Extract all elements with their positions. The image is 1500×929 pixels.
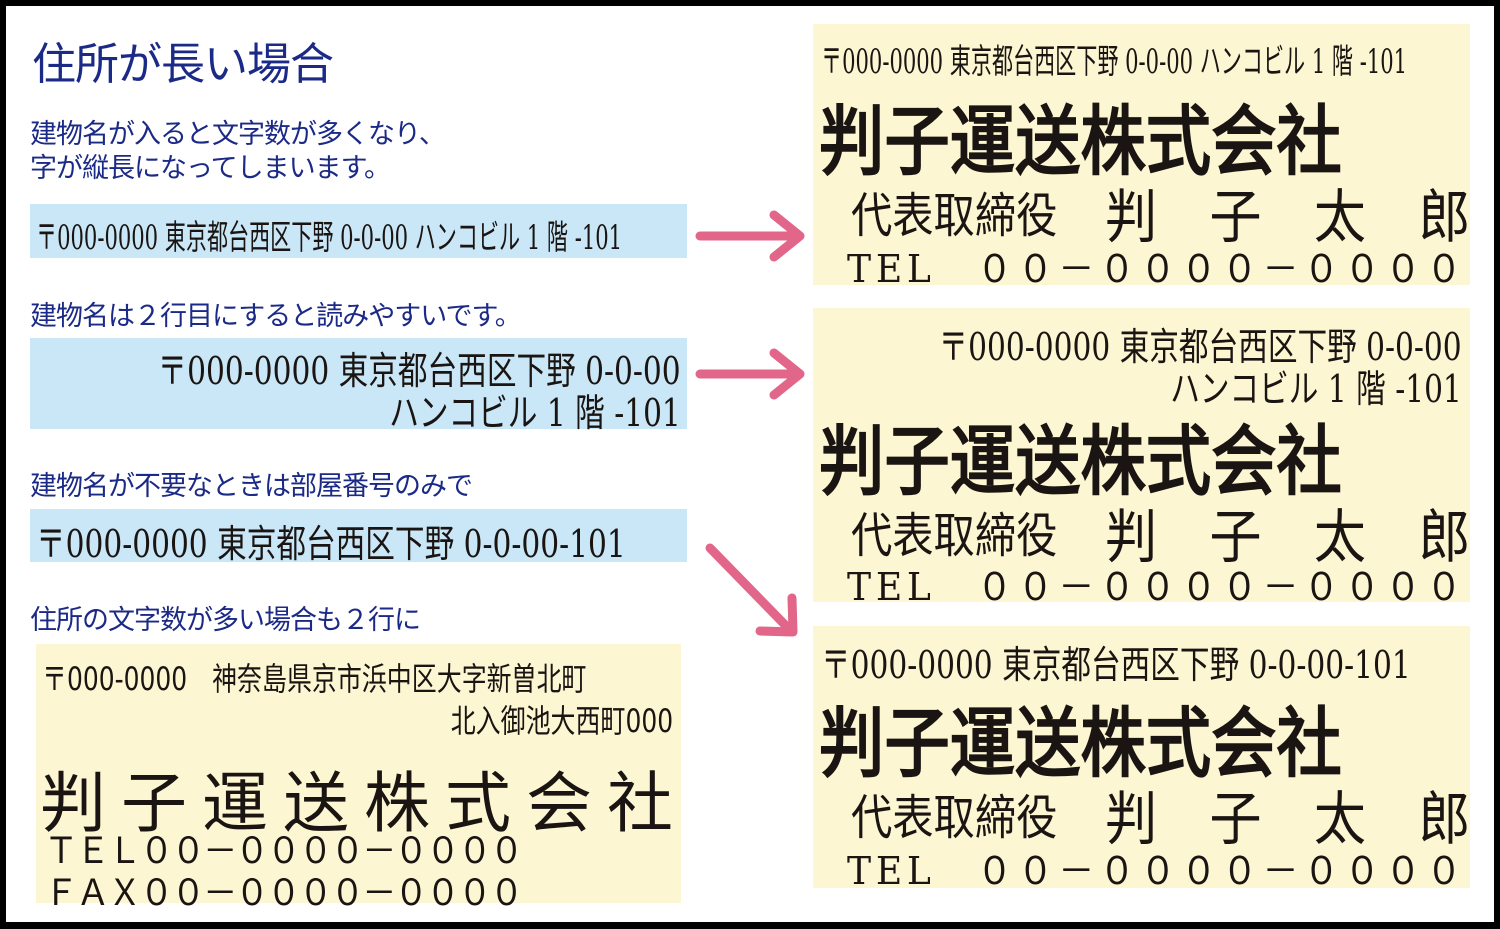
- stamp-person-name: 判 子 太 郎: [1105, 785, 1471, 853]
- arrow-down-right-icon: [705, 543, 798, 637]
- arrow-right-icon: [695, 210, 805, 262]
- stamp-preview-1: 〒000-0000 東京都台西区下野 0-0-00 ハンコビル 1 階 -101…: [813, 24, 1471, 291]
- caption-4-line-1: 住所の文字数が多い場合も２行に: [30, 605, 421, 636]
- stamp-person-name: 判 子 太 郎: [1105, 503, 1471, 571]
- stamp-address-line-1: 〒000-0000 東京都台西区下野 0-0-00: [938, 325, 1462, 369]
- stamp-address-line-2: 北入御池大西町000: [450, 702, 673, 740]
- address-box-two-lines: 〒000-0000 東京都台西区下野 0-0-00 ハンコビル 1 階 -101: [30, 338, 687, 435]
- caption-1-line-1: 建物名が入ると文字数が多くなり、: [30, 119, 446, 150]
- stamp-title: 代表取締役: [851, 790, 1058, 846]
- stamp-fax: ＦＡＸ００－００００－００００: [44, 873, 524, 914]
- stamp-tel: TEL ００－００００－００００: [847, 565, 1467, 609]
- stamp-company: 判子運送株式会社: [40, 765, 688, 842]
- stamp-company: 判子運送株式会社: [819, 699, 1342, 788]
- stamp-address-line-2: ハンコビル 1 階 -101: [1170, 367, 1462, 411]
- stamp-preview-long-address: 〒000-0000 神奈島県京市浜中区大字新曽北町 北入御池大西町000 判子運…: [36, 644, 681, 914]
- stamp-title: 代表取締役: [851, 508, 1058, 564]
- stamp-address-line-1: 〒000-0000 東京都台西区下野 0-0-00 ハンコビル 1 階 -101: [821, 42, 1408, 82]
- caption-3-line-1: 建物名が不要なときは部屋番号のみで: [30, 471, 473, 502]
- address-box-single-line: 〒000-0000 東京都台西区下野 0-0-00 ハンコビル 1 階 -101: [30, 204, 687, 258]
- stamp-tel: TEL ００－００００－００００: [847, 247, 1467, 291]
- address-box-room-number: 〒000-0000 東京都台西区下野 0-0-00-101: [30, 509, 687, 566]
- stamp-company: 判子運送株式会社: [819, 97, 1342, 186]
- caption-2: 建物名は２行目にすると読みやすいです。: [30, 300, 522, 334]
- stamp-tel: ＴＥＬ００－００００－００００: [44, 831, 524, 872]
- caption-3: 建物名が不要なときは部屋番号のみで: [30, 470, 473, 504]
- stamp-address-line-1: 〒000-0000 東京都台西区下野 0-0-00-101: [821, 643, 1411, 687]
- address-text: 〒000-0000 東京都台西区下野 0-0-00 ハンコビル 1 階 -101: [36, 218, 623, 258]
- stamp-address-line-1: 〒000-0000 神奈島県京市浜中区大字新曽北町: [42, 660, 587, 698]
- caption-2-line-1: 建物名は２行目にすると読みやすいです。: [30, 301, 522, 332]
- stamp-preview-2: 〒000-0000 東京都台西区下野 0-0-00 ハンコビル 1 階 -101…: [813, 308, 1471, 609]
- caption-4: 住所の文字数が多い場合も２行に: [30, 604, 421, 638]
- address-text: 〒000-0000 東京都台西区下野 0-0-00-101: [36, 522, 626, 566]
- stamp-person-name: 判 子 太 郎: [1105, 183, 1471, 251]
- address-line-2: ハンコビル 1 階 -101: [389, 391, 681, 435]
- stamp-tel: TEL ００－００００－００００: [847, 849, 1467, 893]
- stamp-preview-3: 〒000-0000 東京都台西区下野 0-0-00-101 判子運送株式会社 代…: [813, 626, 1471, 893]
- page-canvas: 住所が長い場合 建物名が入ると文字数が多くなり、 字が縦長になってしまいます。 …: [6, 6, 1494, 922]
- page-title: 住所が長い場合: [32, 39, 334, 90]
- caption-1: 建物名が入ると文字数が多くなり、 字が縦長になってしまいます。: [30, 118, 446, 186]
- address-line-1: 〒000-0000 東京都台西区下野 0-0-00: [157, 349, 681, 393]
- stamp-company: 判子運送株式会社: [819, 417, 1342, 506]
- stamp-title: 代表取締役: [851, 188, 1058, 244]
- arrow-right-icon: [695, 348, 805, 400]
- caption-1-line-2: 字が縦長になってしまいます。: [30, 153, 391, 184]
